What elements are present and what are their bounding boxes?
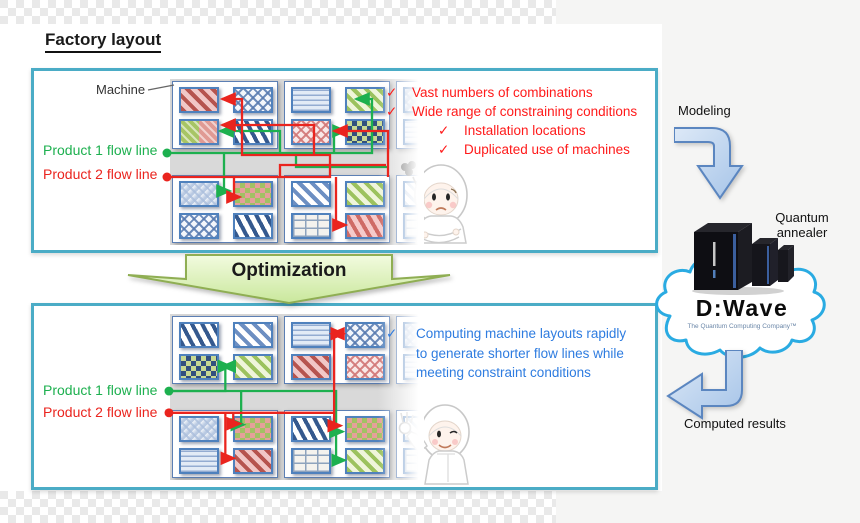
machine-stripe-green [233, 354, 273, 380]
machine-cross-light [179, 416, 219, 442]
issue-text: Vast numbers of combinations [412, 85, 593, 100]
machine-stripe-blue-steep [179, 322, 219, 348]
dwave-tagline: The Quantum Computing Company™ [687, 323, 796, 330]
machine-brick [291, 448, 331, 474]
machine-block [172, 410, 278, 478]
dwave-logo: D:Wave [696, 295, 789, 321]
check-icon: ✓ [386, 104, 398, 119]
machine-block [284, 316, 390, 384]
machine-cross-blue [345, 322, 385, 348]
dwave-machine-icon [692, 223, 794, 295]
benefit-text: Computing machine layouts rapidly to gen… [416, 326, 627, 380]
machine-stripe-red [179, 87, 219, 113]
quantum-annealer-label: Quantum annealer [775, 210, 829, 240]
computed-results-arrow-icon [666, 350, 743, 420]
machine-stripe-red [291, 354, 331, 380]
modeling-arrow-icon [674, 127, 744, 200]
optimized-factory-panel: Product 1 flow line Product 2 flow line … [31, 303, 658, 490]
benefit-note: ✓ Computing machine layouts rapidly to g… [386, 324, 628, 383]
optimization-arrow: Optimization [127, 254, 451, 305]
issue-text: Installation locations [464, 123, 586, 138]
machine-cross-blue [179, 213, 219, 239]
machine-stripe-blue-steep [291, 416, 331, 442]
machine-stripe-blue-steep [233, 213, 273, 239]
issue-text: Duplicated use of machines [464, 142, 630, 157]
check-icon: ✓ [438, 123, 450, 138]
modeling-label: Modeling [678, 103, 731, 118]
flow-lines-current [147, 84, 390, 232]
check-icon: ✓ [438, 142, 450, 157]
current-factory-panel: Machine Product 1 flow line Product 2 fl… [31, 68, 658, 253]
issue-item: ✓ Vast numbers of combinations [386, 83, 661, 102]
machine-stripe-blue [233, 322, 273, 348]
issue-item: ✓ Wide range of constraining conditions [386, 102, 661, 121]
issue-item: ✓ Duplicated use of machines [438, 140, 661, 159]
grid-fade [378, 79, 424, 245]
issues-list: ✓ Vast numbers of combinations ✓ Wide range… [386, 83, 661, 159]
issue-item: ✓ Installation locations [438, 121, 661, 140]
machine-wave-blue [179, 448, 219, 474]
machine-brick [291, 213, 331, 239]
product1-flow-label: Product 1 flow line [43, 382, 158, 398]
machine-wave-blue [291, 87, 331, 113]
grid-fade [378, 314, 424, 480]
computed-results-label: Computed results [684, 416, 786, 431]
page-title: Factory layout [45, 30, 162, 53]
machine-label: Machine [96, 82, 146, 97]
product2-flow-label: Product 2 flow line [43, 166, 158, 182]
product1-flow-label: Product 1 flow line [43, 142, 158, 158]
machine-wave-blue [291, 322, 331, 348]
transparency-checker-top [0, 0, 556, 24]
machine-cross-red [291, 119, 331, 145]
optimization-label: Optimization [231, 260, 346, 281]
check-icon: ✓ [386, 326, 398, 341]
product2-flow-label: Product 2 flow line [43, 404, 158, 420]
machine-cross-blue [233, 87, 273, 113]
machine-stripe-blue [291, 181, 331, 207]
check-icon: ✓ [386, 85, 398, 100]
transparency-checker-bottom [0, 491, 556, 523]
machine-cross-light [179, 181, 219, 207]
flow-lines-optimized [164, 326, 348, 468]
issue-text: Wide range of constraining conditions [412, 104, 638, 119]
machine-pointer-line [147, 84, 175, 91]
machine-stripe-red [233, 448, 273, 474]
